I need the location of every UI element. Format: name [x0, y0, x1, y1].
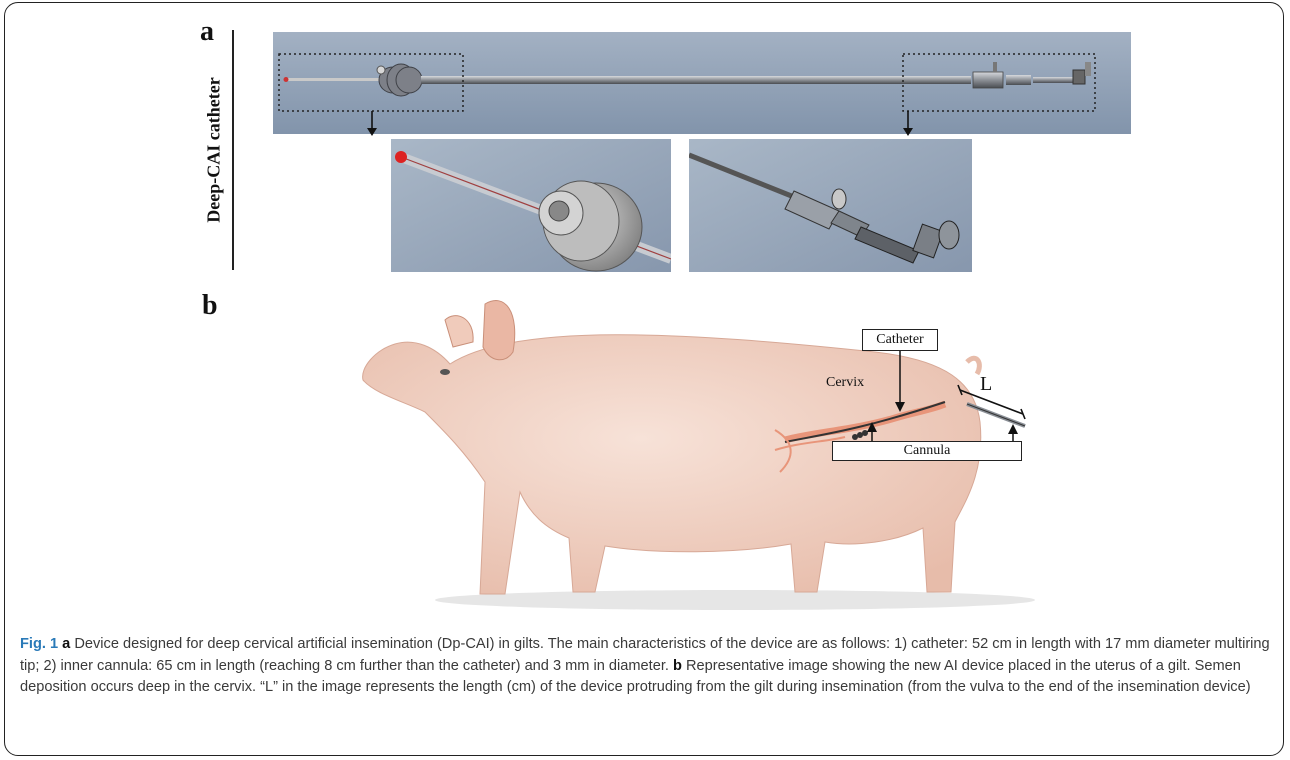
cervix-label: Cervix [826, 375, 864, 391]
catheter-tip-zoom [391, 139, 671, 272]
caption-fig-label: Fig. 1 [20, 636, 58, 652]
figure-caption: Fig. 1 a Device designed for deep cervic… [20, 634, 1270, 699]
cannula-label: Cannula [832, 441, 1022, 461]
catheter-handle-zoom [689, 139, 972, 272]
catheter-label: Catheter [862, 329, 938, 351]
caption-b-letter: b [673, 658, 682, 674]
panel-b-letter: b [202, 290, 218, 322]
length-L-label: L [980, 373, 992, 396]
